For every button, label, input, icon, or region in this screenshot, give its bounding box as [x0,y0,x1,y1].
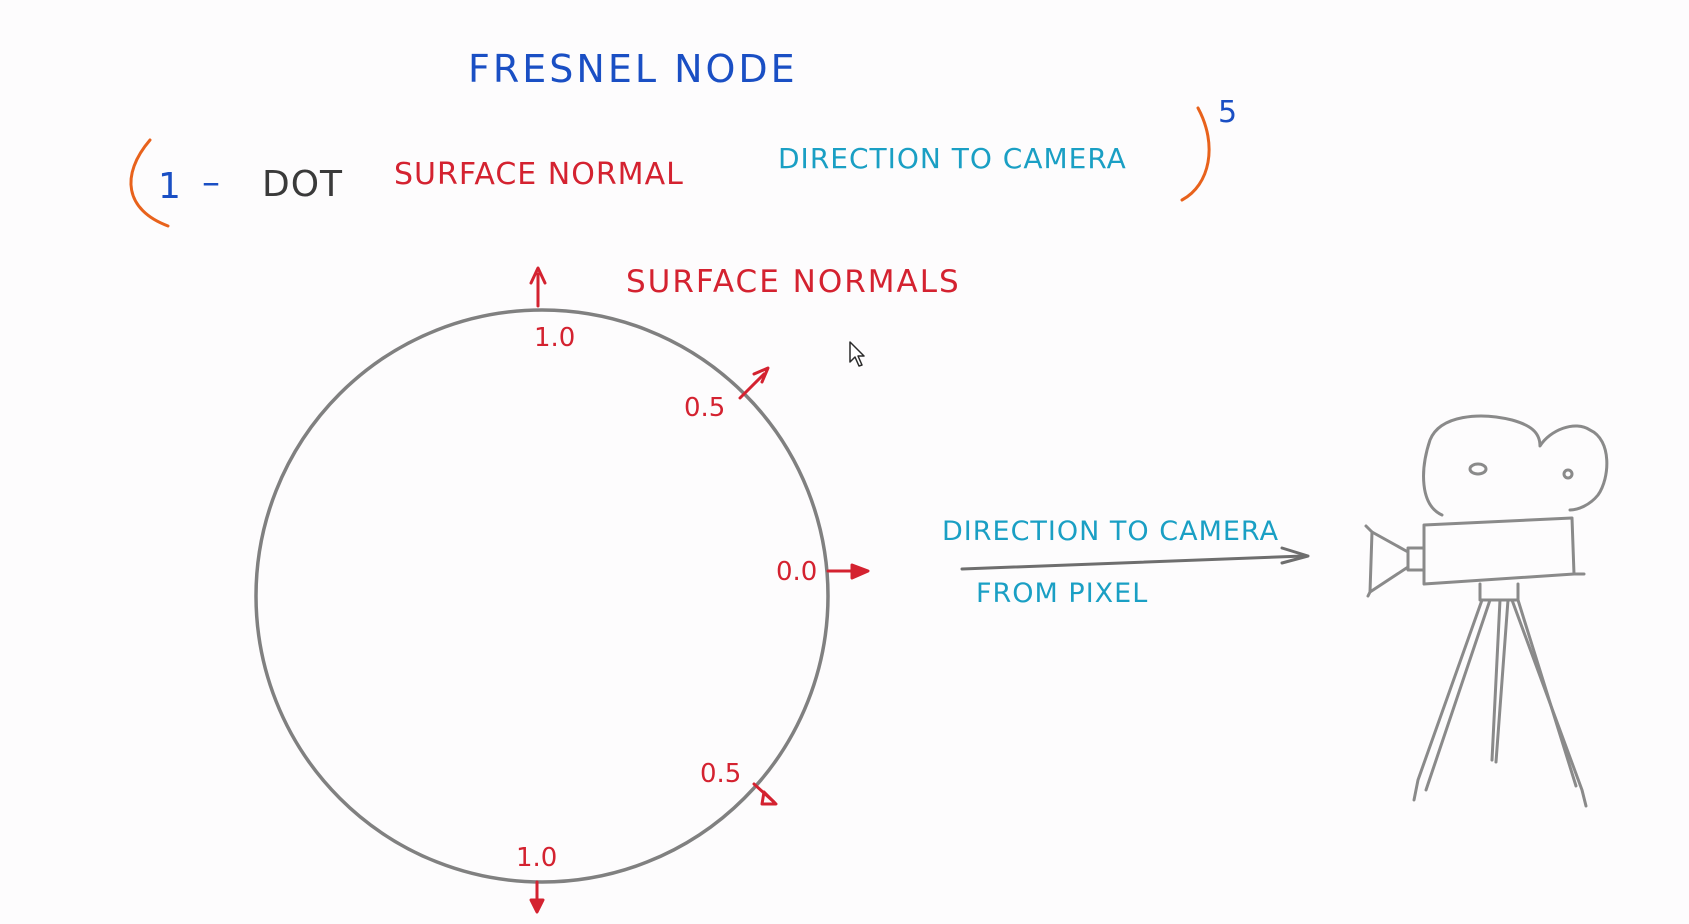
formula-one: 1 [158,166,182,207]
page-title: Fresnel Node [468,47,798,91]
sphere-outline [254,308,830,884]
formula-exponent: 5 [1218,95,1237,130]
normal-arrow-right [826,563,870,580]
normal-arrows [529,266,870,914]
direction-arrow [960,546,1310,571]
open-parenthesis [129,138,170,228]
formula-minus: – [202,162,221,203]
formula-dot: Dot [262,164,343,205]
direction-to-camera-label: Direction to Camera [942,516,1279,547]
surface-normals-label: Surface Normals [626,264,961,300]
close-parenthesis [1180,106,1211,202]
movie-camera-icon [1364,414,1609,808]
value-top: 1.0 [534,323,575,353]
normal-arrow-lower-right [752,782,778,806]
normal-arrow-bottom [529,880,545,914]
from-pixel-label: From Pixel [976,578,1148,609]
mouse-cursor-icon [849,341,865,367]
value-upper-right: 0.5 [684,393,725,423]
normal-arrow-upper-right [738,366,770,400]
normal-arrow-top [529,266,547,308]
value-bottom: 1.0 [516,843,557,873]
value-lower-right: 0.5 [700,759,741,789]
formula-direction-to-camera: Direction to Camera [778,142,1127,175]
value-right: 0.0 [776,557,817,587]
fresnel-formula: 1 – Dot Surface Normal Direction to Came… [129,95,1237,228]
formula-surface-normal: Surface Normal [394,157,684,192]
